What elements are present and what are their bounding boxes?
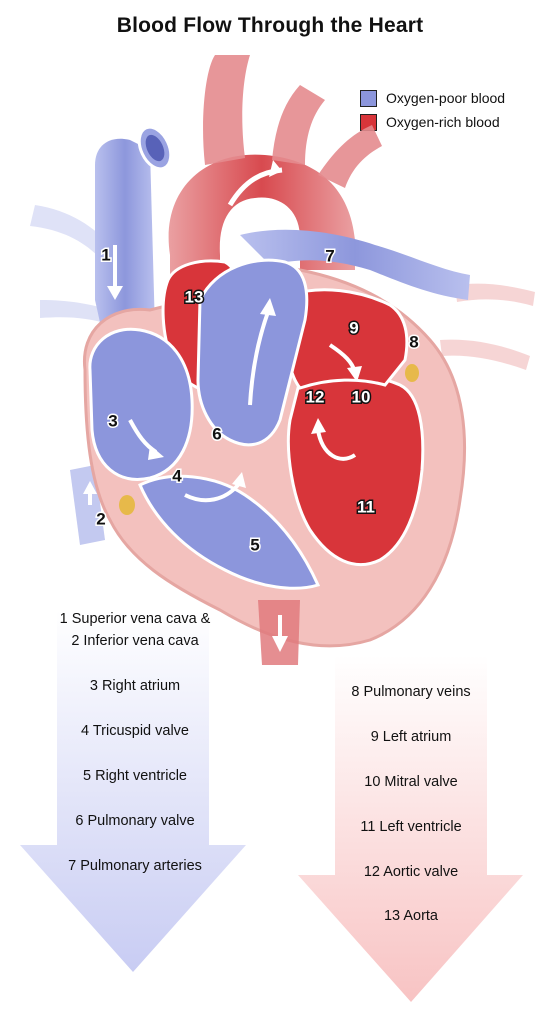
diagram-number-labels: 1 2 3 4 5 6 7 8 9 10 11 12 13: [95, 244, 420, 556]
right-step: 12 Aortic valve: [363, 864, 459, 880]
right-step: 10 Mitral valve: [364, 774, 458, 790]
right-ventricle: [138, 474, 321, 590]
right-steps-list: 8 Pulmonary veins 9 Left atrium 10 Mitra…: [311, 685, 511, 925]
label-11: 11: [357, 497, 375, 516]
flow-arrowheads: [148, 298, 362, 652]
right-step: 8 Pulmonary veins: [351, 684, 471, 700]
label-6: 6: [212, 424, 221, 443]
legend: Oxygen-poor blood Oxygen-rich blood: [360, 88, 505, 136]
flow-arrows: [128, 311, 357, 640]
label-3: 3: [108, 411, 117, 430]
label-13: 13: [185, 287, 204, 306]
left-step: 4 Tricuspid valve: [81, 723, 189, 739]
left-flow-arrow: [20, 610, 246, 972]
left-step: 7 Pulmonary arteries: [68, 858, 202, 874]
right-step: 11 Left ventricle: [360, 819, 462, 835]
label-2: 2: [96, 509, 105, 528]
right-step: 13 Aorta: [383, 908, 438, 924]
left-steps-list: 1 Superior vena cava & 2 Inferior vena c…: [35, 612, 235, 882]
left-step: 1 Superior vena cava &: [59, 611, 211, 627]
left-step: 2 Inferior vena cava: [71, 633, 199, 649]
legend-swatch-oxygen-poor: [360, 89, 377, 107]
label-4: 4: [172, 466, 182, 485]
superior-vena-cava: [95, 125, 173, 345]
right-outflow: [196, 258, 309, 447]
sa-node: [119, 495, 135, 515]
label-8: 8: [409, 332, 418, 351]
legend-item-oxygen-rich: Oxygen-rich blood: [360, 112, 505, 132]
av-node: [405, 364, 419, 382]
left-step: 3 Right atrium: [89, 678, 181, 694]
legend-item-oxygen-poor: Oxygen-poor blood: [360, 88, 505, 108]
pulmonary-artery: [240, 229, 470, 300]
label-1: 1: [101, 245, 110, 264]
legend-label-oxygen-poor: Oxygen-poor blood: [386, 90, 506, 106]
right-step: 9 Left atrium: [370, 729, 452, 745]
right-flow-arrow: [298, 655, 523, 1002]
left-step: 5 Right ventricle: [83, 768, 187, 784]
label-7: 7: [325, 246, 334, 265]
left-step: 6 Pulmonary valve: [75, 813, 195, 829]
label-12: 12: [306, 387, 325, 406]
label-5: 5: [250, 535, 259, 554]
diagram-title: Blood Flow Through the Heart: [116, 14, 424, 37]
label-9: 9: [349, 318, 358, 337]
legend-label-oxygen-rich: Oxygen-rich blood: [386, 114, 500, 130]
background-vessels: [30, 205, 535, 370]
label-10: 10: [352, 387, 371, 406]
right-atrium: [88, 327, 194, 481]
